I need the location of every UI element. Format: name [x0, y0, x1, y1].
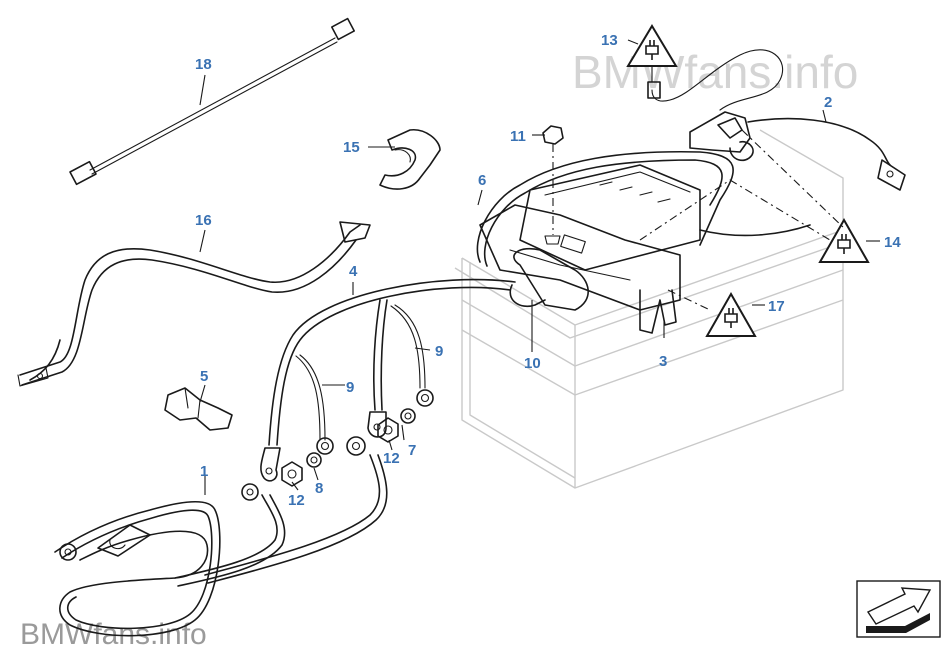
- callout-9a: 9: [346, 379, 354, 396]
- clip-part-15: [379, 129, 441, 190]
- nuts-washers: [281, 408, 416, 487]
- callout-12a: 12: [288, 492, 305, 509]
- cable-part-4: [260, 278, 516, 482]
- callout-5: 5: [200, 368, 208, 385]
- nut-part-11: [542, 125, 564, 245]
- callout-7: 7: [408, 442, 416, 459]
- callout-2: 2: [824, 94, 832, 111]
- callout-15: 15: [343, 139, 360, 156]
- callout-18: 18: [195, 56, 212, 73]
- callout-12b: 12: [383, 450, 400, 467]
- battery-cable-part-1: [54, 436, 388, 637]
- callout-13: 13: [601, 32, 618, 49]
- battery: [454, 129, 851, 489]
- warning-triangle-icon: [705, 291, 757, 337]
- battery-cover-harness: [476, 150, 811, 334]
- ground-strap-part-16: [17, 221, 371, 387]
- callout-3: 3: [659, 353, 667, 370]
- callout-16: 16: [195, 212, 212, 229]
- bracket-part-5: [164, 387, 233, 431]
- warning-triangle-icon: [818, 217, 870, 263]
- watermark-top: BMWfans.info: [572, 46, 858, 98]
- lead-part-18: [69, 17, 356, 186]
- callout-11: 11: [510, 128, 526, 145]
- callout-10: 10: [524, 355, 541, 372]
- callout-4: 4: [349, 263, 358, 280]
- callout-17: 17: [768, 298, 785, 315]
- callout-8: 8: [315, 480, 323, 497]
- terminal-clamp-part-2: [647, 49, 906, 191]
- callout-14: 14: [884, 234, 901, 251]
- lead-wires-part-9: [295, 304, 434, 455]
- callout-1: 1: [200, 463, 208, 480]
- callout-6: 6: [478, 172, 486, 189]
- direction-arrow-icon: [856, 580, 941, 638]
- callout-9b: 9: [435, 343, 443, 360]
